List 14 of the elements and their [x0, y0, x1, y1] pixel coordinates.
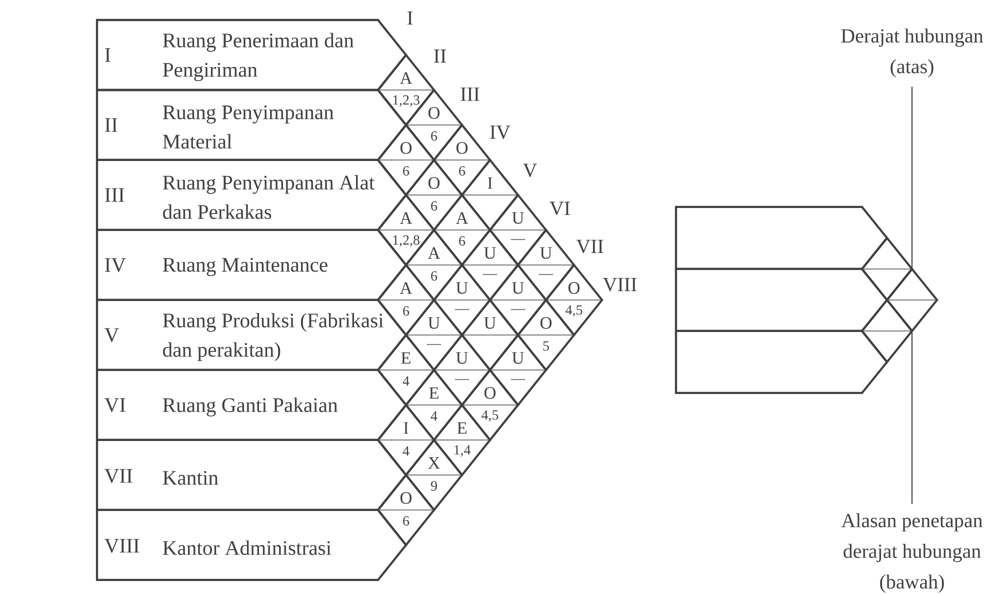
column-numeral: VIII — [603, 278, 636, 292]
column-numeral: V — [523, 164, 537, 178]
column-numeral: II — [434, 50, 446, 63]
column-numeral: I — [407, 11, 413, 25]
department-box — [674, 330, 888, 394]
column-numeral: VII — [576, 240, 604, 254]
department-box — [674, 206, 888, 270]
note-text: Derajat hubungan (atas) — [841, 28, 984, 78]
leader-line — [911, 86, 913, 269]
note-text: Alasan penetapan derajat hubungan (bawah) — [841, 513, 982, 593]
column-numeral: III — [460, 88, 480, 101]
column-numeral: VI — [550, 202, 570, 216]
column-numeral: IV — [490, 126, 510, 139]
leader-line — [911, 331, 913, 504]
